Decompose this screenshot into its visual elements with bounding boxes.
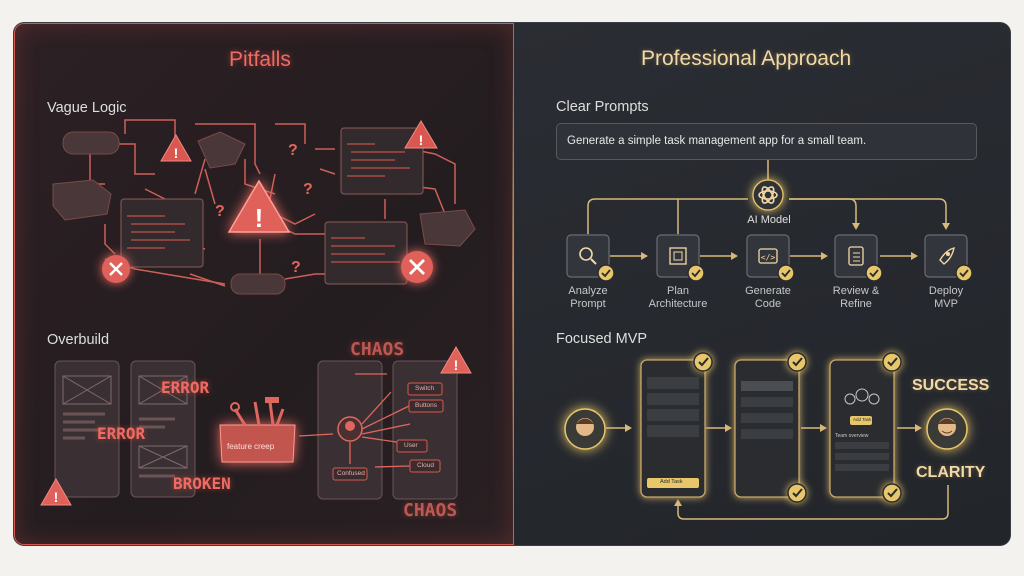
svg-text:!: ! (54, 489, 59, 505)
warning-icon: ! (404, 120, 438, 149)
prompt-text: Generate a simple task management app fo… (567, 135, 867, 147)
focused-mvp-heading: Focused MVP (556, 331, 648, 347)
pipeline-step-4 (834, 234, 883, 282)
pitfalls-title: Pitfalls (229, 48, 291, 71)
check-icon (882, 352, 902, 372)
svg-text:?: ? (215, 203, 225, 220)
clarity-label: CLARITY (916, 464, 986, 481)
pipeline-diagram: </> (564, 160, 973, 520)
chaos-label: CHAOS (403, 500, 458, 521)
broken-label: BROKEN (173, 474, 231, 493)
pipeline-step-label: Generate Code (745, 285, 791, 310)
infographic-frame: Pitfalls Vague Logic Overbuild (14, 23, 1010, 545)
check-icon (597, 264, 615, 282)
error-label: ERROR (161, 378, 210, 397)
pipeline-step-label: Review & Refine (832, 285, 880, 310)
success-label: SUCCESS (912, 377, 990, 394)
svg-text:?: ? (303, 181, 313, 198)
clear-prompts-heading: Clear Prompts (556, 99, 649, 115)
warning-icon: ! (440, 345, 472, 374)
confused-user-icon (337, 416, 363, 442)
error-x-icon (102, 255, 130, 283)
svg-text:!: ! (174, 145, 179, 161)
blueprint-icon (669, 247, 687, 265)
check-icon (787, 352, 807, 372)
pipeline-step-5 (924, 234, 973, 282)
confused-label: Confused (337, 470, 365, 477)
mvp-phone-3 (829, 359, 895, 498)
svg-text:?: ? (288, 142, 298, 159)
mvp-phone-2 (734, 359, 800, 498)
team-overview-label: Team overview (835, 433, 869, 439)
pipeline-step-3: </> (746, 234, 795, 282)
overbuild-heading: Overbuild (47, 332, 110, 348)
svg-text:!: ! (419, 132, 424, 148)
error-x-icon (401, 251, 433, 283)
professional-title: Professional Approach (641, 47, 852, 70)
warning-icon: ! (160, 133, 192, 162)
rocket-icon (939, 247, 955, 265)
panel-divider (512, 73, 514, 493)
pipeline-step-label: Deploy MVP (928, 285, 964, 310)
user-label: User (404, 442, 418, 449)
ai-model-icon (752, 179, 784, 211)
check-icon (687, 264, 705, 282)
add-task-button[interactable]: Add Task (660, 479, 683, 485)
pipeline-step-1 (566, 234, 615, 282)
warning-icon: ! (40, 477, 72, 506)
svg-text:!: ! (255, 203, 264, 233)
feature-creep-toolbox (219, 397, 296, 463)
professional-panel: Professional Approach Clear Prompts Gene… (514, 23, 1010, 545)
check-icon (777, 264, 795, 282)
user-avatar-success (926, 408, 968, 450)
feature-creep-label: feature creep (227, 442, 275, 451)
svg-text:!: ! (454, 357, 459, 373)
check-icon (693, 352, 713, 372)
vague-logic-diagram: ! ! ! ???? (52, 119, 476, 295)
buttons-label: Buttons (415, 402, 438, 409)
check-icon (787, 483, 807, 503)
pipeline-step-label: Analyze Prompt (568, 285, 608, 310)
chaos-label: CHAOS (350, 339, 405, 360)
magnifier-icon (579, 247, 597, 265)
switch-label: Switch (415, 385, 435, 392)
ai-model-label: AI Model (747, 214, 791, 226)
vague-logic-heading: Vague Logic (47, 100, 127, 116)
svg-text:?: ? (291, 259, 301, 276)
mvp-phone-1 (640, 359, 706, 498)
cloud-label: Cloud (417, 462, 434, 469)
check-icon (865, 264, 883, 282)
add-task-button-small[interactable]: Add Task (853, 417, 872, 422)
code-window-icon: </> (758, 248, 778, 264)
prompt-box: Generate a simple task management app fo… (556, 123, 977, 160)
user-avatar-start (564, 408, 606, 450)
error-label: ERROR (97, 424, 146, 443)
check-icon (882, 483, 902, 503)
check-icon (955, 264, 973, 282)
clipboard-checklist-icon (848, 246, 864, 266)
overbuild-diagram: ! (40, 345, 472, 506)
pipeline-step-label: Plan Architecture (648, 285, 708, 310)
pitfalls-panel: Pitfalls Vague Logic Overbuild (14, 23, 514, 545)
large-warning-icon: ! (227, 179, 291, 233)
svg-text:</>: </> (761, 253, 776, 262)
pipeline-step-2 (656, 234, 705, 282)
